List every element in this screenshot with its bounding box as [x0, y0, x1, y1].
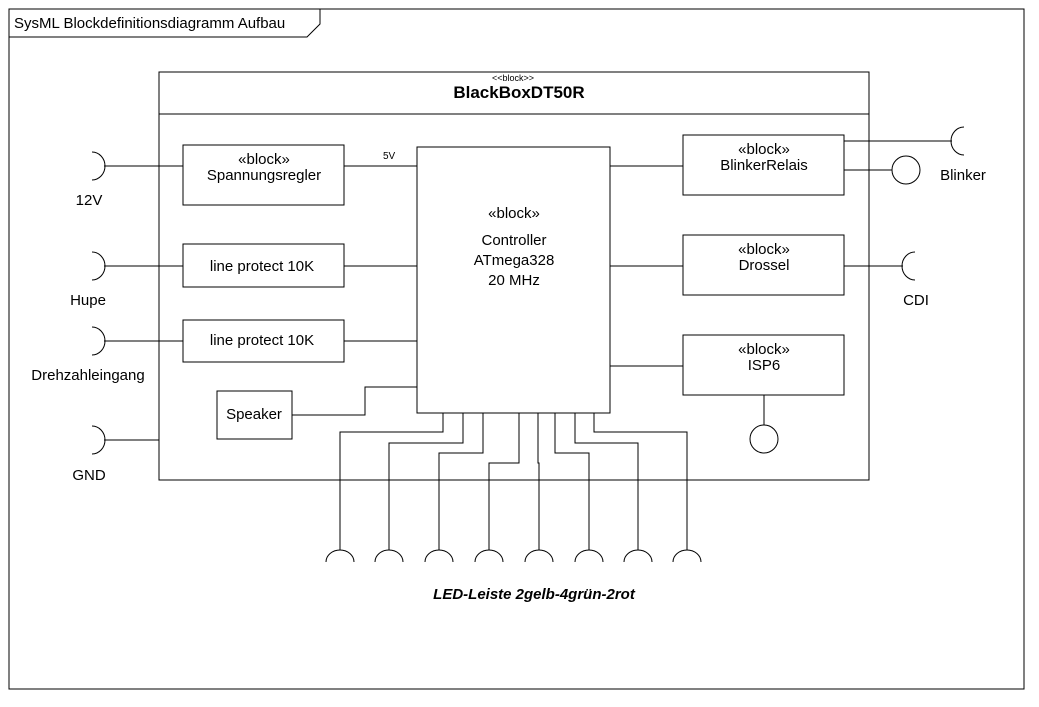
controller-box	[416, 146, 611, 414]
block-line-protect-1[interactable]: line protect 10K	[182, 243, 345, 288]
controller-line3: 20 MHz	[488, 272, 540, 289]
port-label-gnd: GND	[72, 467, 106, 484]
port-gnd-socket-icon[interactable]	[91, 425, 106, 455]
blinkerrelais-stereotype: «block»	[738, 141, 790, 158]
led-socket-icon-6[interactable]	[574, 549, 604, 563]
block-speaker[interactable]: Speaker	[216, 390, 293, 440]
line-led-5	[537, 413, 540, 550]
blinkerrelais-box	[682, 134, 845, 196]
isp6-ball-icon[interactable]	[749, 424, 779, 454]
controller-line2: ATmega328	[474, 252, 555, 269]
diagram-frame	[8, 8, 1025, 690]
line-led-1	[339, 413, 444, 550]
line-speaker-to-controller	[292, 386, 417, 416]
diagram-frame-tab	[9, 9, 321, 38]
outer-block-border	[158, 71, 870, 481]
led-socket-icon-4[interactable]	[474, 549, 504, 563]
drossel-box	[682, 234, 845, 296]
port-label-12v: 12V	[76, 192, 103, 209]
blinkerrelais-name: BlinkerRelais	[720, 157, 808, 174]
isp6-box	[682, 334, 845, 396]
isp6-stereotype: «block»	[738, 341, 790, 358]
line-protect-2-box	[182, 319, 345, 363]
led-socket-icon-5[interactable]	[524, 549, 554, 563]
led-socket-icon-3[interactable]	[424, 549, 454, 563]
port-label-drehzahleingang: Drehzahleingang	[31, 367, 144, 384]
line-led-6	[554, 413, 590, 550]
outer-block-stereotype: <<block>>	[492, 73, 534, 83]
diagram-title: SysML Blockdefinitionsdiagramm Aufbau	[14, 15, 285, 32]
drossel-name: Drossel	[739, 257, 790, 274]
voltage-label-5v: 5V	[383, 151, 396, 162]
block-blinkerrelais[interactable]: «block» BlinkerRelais	[682, 134, 845, 196]
block-blackboxdt50r[interactable]: <<block>> BlackBoxDT50R	[158, 71, 870, 481]
led-socket-icon-2[interactable]	[374, 549, 404, 563]
line-led-7	[574, 413, 639, 550]
led-sockets	[325, 549, 702, 563]
port-label-blinker: Blinker	[940, 167, 986, 184]
line-led-4	[488, 413, 520, 550]
line-protect-2-name: line protect 10K	[210, 332, 314, 349]
port-blinker-socket-icon[interactable]	[950, 126, 965, 156]
port-cdi-socket-icon[interactable]	[901, 251, 916, 281]
spannungsregler-stereotype: «block»	[238, 151, 290, 168]
spannungsregler-name: Spannungsregler	[207, 167, 321, 184]
spannungsregler-box	[182, 144, 345, 206]
led-socket-icon-7[interactable]	[623, 549, 653, 563]
connection-lines	[104, 140, 952, 550]
port-hupe-socket-icon[interactable]	[91, 251, 106, 281]
isp6-name: ISP6	[748, 357, 781, 374]
port-12v-socket-icon[interactable]	[91, 151, 106, 181]
blinker-ball-icon[interactable]	[891, 155, 921, 185]
led-socket-icon-1[interactable]	[325, 549, 355, 563]
line-led-8	[593, 413, 688, 550]
block-spannungsregler[interactable]: «block» Spannungsregler	[182, 144, 345, 206]
block-controller[interactable]: «block» Controller ATmega328 20 MHz	[416, 146, 611, 414]
port-label-hupe: Hupe	[70, 292, 106, 309]
line-led-2	[388, 413, 464, 550]
port-label-cdi: CDI	[903, 292, 929, 309]
line-protect-1-box	[182, 243, 345, 288]
led-bar-caption: LED-Leiste 2gelb-4grün-2rot	[433, 586, 636, 603]
line-led-3	[438, 413, 484, 550]
drossel-stereotype: «block»	[738, 241, 790, 258]
speaker-name: Speaker	[226, 406, 282, 423]
block-drossel[interactable]: «block» Drossel	[682, 234, 845, 296]
outer-block-name: BlackBoxDT50R	[453, 83, 584, 102]
block-line-protect-2[interactable]: line protect 10K	[182, 319, 345, 363]
led-socket-icon-8[interactable]	[672, 549, 702, 563]
block-isp6[interactable]: «block» ISP6	[682, 334, 845, 396]
controller-stereotype: «block»	[488, 205, 540, 222]
port-drehzahl-socket-icon[interactable]	[91, 326, 106, 356]
speaker-box	[216, 390, 293, 440]
line-protect-1-name: line protect 10K	[210, 258, 314, 275]
controller-line1: Controller	[481, 232, 546, 249]
